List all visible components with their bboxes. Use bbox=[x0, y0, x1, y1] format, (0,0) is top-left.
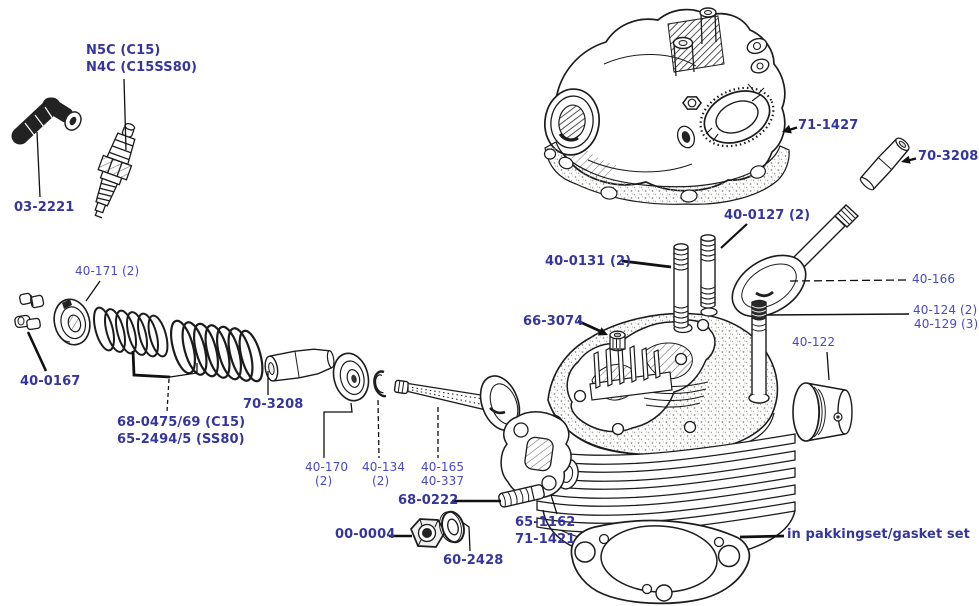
leader-cover-studs bbox=[621, 259, 672, 269]
nut-drawing bbox=[410, 518, 446, 548]
spark-plug-drawing bbox=[94, 122, 136, 219]
valve-guide-right-label: 70-3208 bbox=[918, 149, 979, 164]
leader-washer bbox=[461, 521, 471, 552]
spring-collar-drawing bbox=[332, 352, 370, 402]
cover-studs-long-label: 40-0127 (2) bbox=[724, 208, 811, 223]
washer-label: 60-2428 bbox=[443, 553, 504, 568]
inlet-valve-drawing bbox=[393, 375, 521, 431]
head-gasket-drawing bbox=[570, 519, 751, 605]
head-stud-drawing bbox=[751, 299, 767, 394]
leader-collet-ring bbox=[377, 399, 380, 459]
exhaust-valve-drawing bbox=[731, 204, 860, 318]
leader-exhaust-flange bbox=[550, 494, 558, 515]
cover-studs-drawing bbox=[673, 234, 716, 329]
rocker-cover-gasket-drawing bbox=[543, 141, 790, 205]
spring-cup-drawing bbox=[53, 298, 91, 346]
head-studs-label-line2: 40-129 (3) bbox=[914, 317, 979, 331]
leader-cover-studs-long bbox=[720, 223, 748, 249]
valve-springs-label-line1: 68-0475/69 (C15) bbox=[117, 415, 246, 430]
inlet-valve-label-line2: 40-337 bbox=[421, 474, 465, 488]
leader-exhaust-valve bbox=[789, 279, 909, 282]
exhaust-valve-label: 40-166 bbox=[912, 272, 956, 286]
washer-drawing bbox=[439, 510, 465, 544]
leader-springs-bracket bbox=[131, 350, 171, 379]
leader-spring-collar bbox=[323, 402, 353, 458]
spring-collar-label-line2: (2) bbox=[315, 474, 333, 488]
spring-collar-label-line1: 40-170 bbox=[305, 460, 349, 474]
valve-guide-left-label: 70-3208 bbox=[243, 397, 304, 412]
head-gasket-label: in pakkingset/gasket set bbox=[787, 527, 970, 542]
valve-guide-right-drawing bbox=[859, 137, 910, 191]
cover-studs-short-label: 40-0131 (2) bbox=[545, 254, 632, 269]
rocker-bush-label: 66-3074 bbox=[523, 314, 584, 329]
leader-spring-cup bbox=[85, 280, 101, 302]
head-studs-label-line1: 40-124 (2) bbox=[913, 303, 978, 317]
exhaust-flange-gasket-drawing bbox=[500, 411, 572, 499]
leader-inspection-cap bbox=[826, 351, 830, 381]
spark-plug-label-line2: N4C (C15SS80) bbox=[86, 60, 198, 75]
leader-head-gasket bbox=[739, 534, 785, 539]
inspection-cap-label: 40-122 bbox=[792, 335, 836, 349]
rocker-bush-drawing bbox=[609, 330, 626, 352]
leader-spark-plug bbox=[123, 78, 127, 151]
leader-head-studs bbox=[767, 313, 910, 316]
rocker-cover-label: 71-1427 bbox=[798, 118, 859, 133]
valve-springs-drawing bbox=[93, 306, 264, 383]
exhaust-flange-label-line1: 65-1162 bbox=[515, 515, 576, 530]
valve-collets-drawing bbox=[14, 292, 45, 331]
plug-cap-label: 03-2221 bbox=[14, 200, 75, 215]
valve-collets-label: 40-0167 bbox=[20, 374, 81, 389]
leader-plug-cap bbox=[36, 131, 41, 198]
valve-guide-left-drawing bbox=[264, 348, 335, 382]
leader-lines bbox=[26, 78, 917, 552]
collet-ring-label-line2: (2) bbox=[372, 474, 390, 488]
exhaust-flange-label-line2: 71-1421 bbox=[515, 532, 576, 547]
valve-springs-label-line2: 65-2494/5 (SS80) bbox=[117, 432, 245, 447]
exhaust-stud-label: 68-0222 bbox=[398, 493, 459, 508]
rocker-cover-drawing bbox=[544, 7, 786, 192]
collet-ring-drawing bbox=[373, 370, 387, 398]
nut-label: 00-0004 bbox=[335, 527, 396, 542]
spring-cup-label: 40-171 (2) bbox=[75, 264, 140, 278]
inspection-cap-drawing bbox=[792, 382, 853, 442]
collet-ring-label-line1: 40-134 bbox=[362, 460, 406, 474]
spark-plug-label-line1: N5C (C15) bbox=[86, 43, 161, 58]
inlet-valve-label-line1: 40-165 bbox=[421, 460, 465, 474]
leader-rocker-bush bbox=[577, 319, 602, 333]
leader-valve-collets bbox=[26, 331, 48, 372]
spark-plug-cap-drawing bbox=[11, 97, 82, 145]
